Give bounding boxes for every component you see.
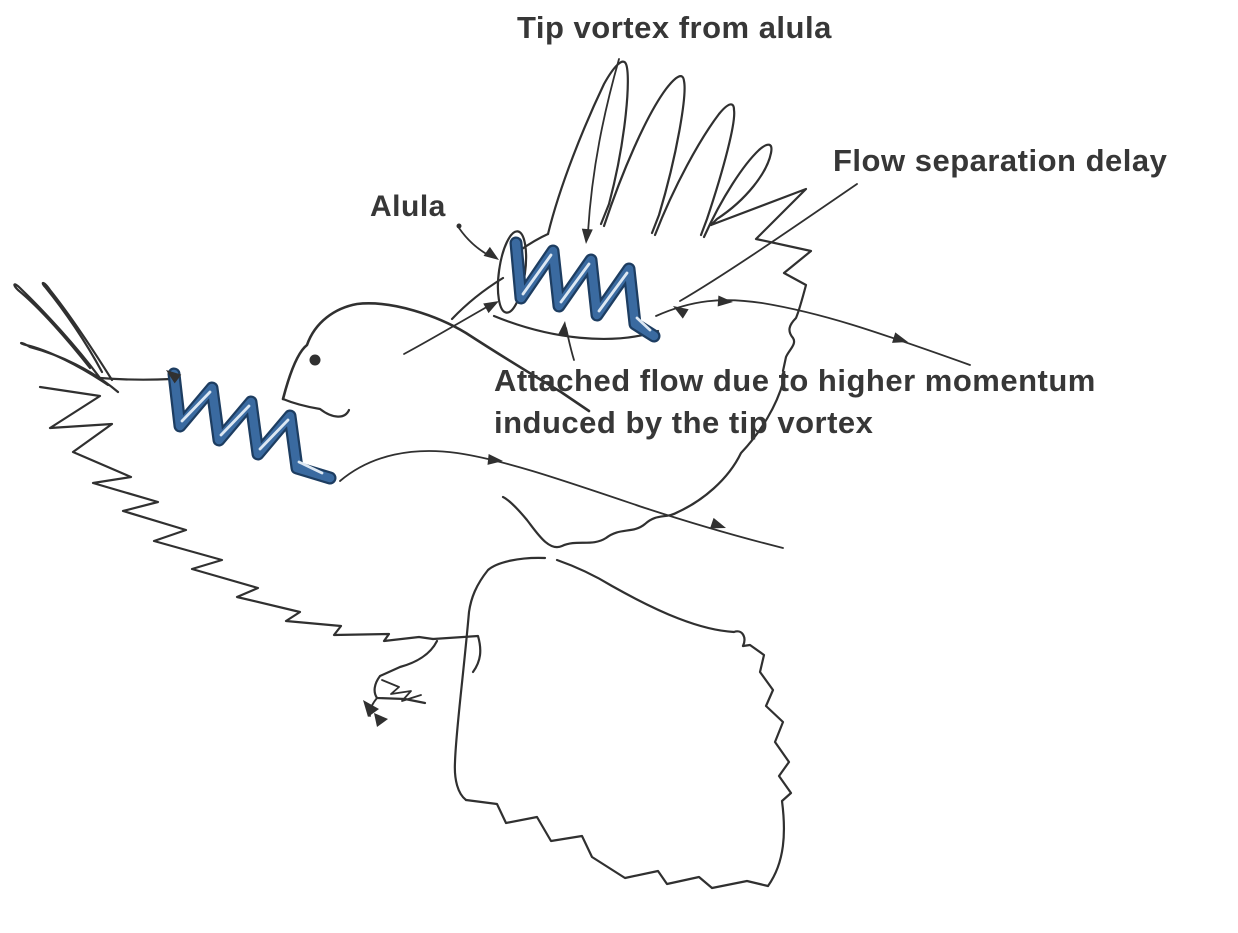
pointer-arrowhead <box>557 321 569 337</box>
streamlines <box>339 295 971 549</box>
left-wing-leading-edge <box>98 376 174 381</box>
pointer-alula-dot <box>456 223 462 229</box>
label-attached-flow-line2: induced by the tip vortex <box>494 405 874 440</box>
right-wing-trailing-edge <box>501 373 787 549</box>
claw-tip <box>374 713 388 727</box>
right-wing-vortex-coil <box>509 236 661 343</box>
left-wing-trailing-edge <box>38 385 435 643</box>
label-flow-separation: Flow separation delay <box>833 143 1168 178</box>
label-pointers <box>456 58 858 361</box>
flow-arrowhead <box>483 301 499 314</box>
left-wing-vortex-coil <box>166 367 337 485</box>
streamline-upper <box>655 299 971 366</box>
flow-arrowhead <box>717 295 733 307</box>
vortex-coil-core <box>169 369 335 483</box>
vortex-coil-core <box>511 238 659 341</box>
bird-beak <box>281 397 351 418</box>
left-wing <box>13 281 435 643</box>
vortex-coil-highlight <box>180 390 324 475</box>
tail-top-edge <box>555 558 746 648</box>
tail-fan <box>453 556 793 890</box>
label-alula: Alula <box>370 190 446 223</box>
flow-arrowhead <box>487 453 503 465</box>
bird-head-outline <box>281 302 591 413</box>
coil-start-arrowhead <box>166 370 182 384</box>
flow-arrowhead <box>892 332 908 343</box>
tail-bottom-edge <box>464 798 770 890</box>
leg-body-notch <box>431 634 482 674</box>
tail-left-edge <box>453 556 547 802</box>
bird-eye <box>309 354 321 366</box>
vortex-coil-highlight <box>521 253 652 332</box>
incoming-flow-arrow <box>403 303 493 355</box>
bird-sketch <box>13 60 813 890</box>
right-wing-tip-jags <box>709 187 813 373</box>
streamline-lower <box>339 450 784 549</box>
right-wing-primary-feathers <box>546 60 773 239</box>
pointer-flow-separation <box>679 183 858 302</box>
pointer-arrowhead <box>483 246 499 260</box>
left-wing-tip-feathers <box>13 281 120 394</box>
label-attached-flow-line1: Attached flow due to higher momentum <box>494 363 1096 398</box>
bird-leg <box>363 634 482 727</box>
pointer-tip-vortex <box>587 58 620 233</box>
claw-tip <box>363 700 379 717</box>
flow-arrowhead <box>710 517 726 529</box>
pointer-arrowhead <box>673 306 689 319</box>
label-tip-vortex: Tip vortex from alula <box>517 10 832 45</box>
tail-right-edge <box>741 643 793 888</box>
pointer-arrowhead <box>581 228 593 244</box>
label-attached-flow: Attached flow due to higher momentum ind… <box>494 360 1096 444</box>
leg-outline <box>373 639 439 705</box>
